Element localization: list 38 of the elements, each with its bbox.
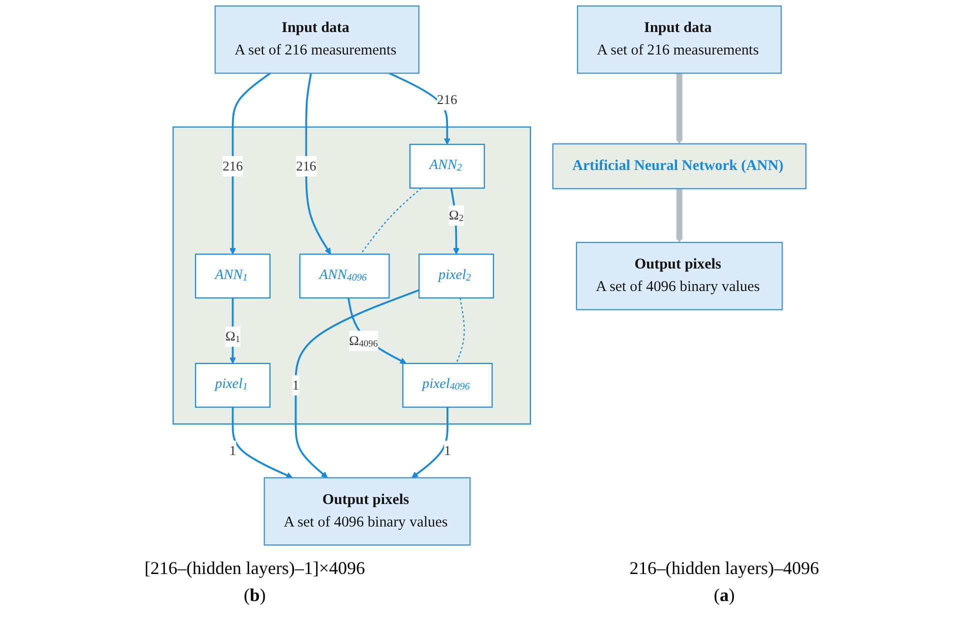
arrow xyxy=(412,407,448,478)
arrow xyxy=(676,188,683,243)
arrow xyxy=(347,298,406,364)
caption-text: 216–(hidden layers)–4096 xyxy=(628,558,820,579)
node-box xyxy=(194,362,270,408)
edge-label: 216 xyxy=(222,158,243,174)
edge-label: 1 xyxy=(292,377,300,392)
edge-label: 216 xyxy=(437,92,458,108)
node-box xyxy=(576,5,782,74)
node-box xyxy=(299,254,390,298)
node-box xyxy=(552,143,806,190)
caption-text: (b) xyxy=(242,585,267,606)
flowchart-drawing: 216 216 216 Ω$_{1}$ Ω$_{2}$ Ω$_{4096}$ 1 1 1 Input data A set of 216 measurements Artificial Neural Network (ANN) Output pixels A set of 4096 binary values Input data A set of 216 measurements ANN$_{1}$ ANN$_{2}$ ANN$_{4096}$ pixel$_{1}$ pixel$_{2}$ pixel$_{4096}$ Output pixels A set of 4096 binary values xyxy=(0,0,979,551)
node-box xyxy=(264,477,471,546)
node-box xyxy=(214,5,420,74)
edge-label: 1 xyxy=(229,443,236,458)
edge-label: 1 xyxy=(444,443,451,458)
node-box xyxy=(418,254,494,298)
edge-label: Ω$_{1}$ xyxy=(225,328,240,344)
node-box xyxy=(409,144,485,189)
node-box xyxy=(402,362,493,408)
cluster xyxy=(172,126,531,425)
connector xyxy=(456,298,465,364)
caption-text: (a) xyxy=(712,585,736,606)
connector xyxy=(360,188,422,255)
node-box xyxy=(576,242,783,310)
arrow xyxy=(676,73,683,144)
edge-label: Ω$_{4096}$ xyxy=(348,332,378,349)
node-box xyxy=(194,254,271,298)
arrow xyxy=(232,407,293,478)
arrow xyxy=(450,188,460,254)
arrow xyxy=(388,72,450,145)
arrow xyxy=(294,289,420,478)
edge-label: 216 xyxy=(296,158,316,174)
caption-text: [216–(hidden layers)–1]×4096 xyxy=(143,558,366,579)
arrow xyxy=(229,72,271,254)
edge-label: Ω$_{2}$ xyxy=(448,208,464,224)
arrow xyxy=(305,73,331,254)
